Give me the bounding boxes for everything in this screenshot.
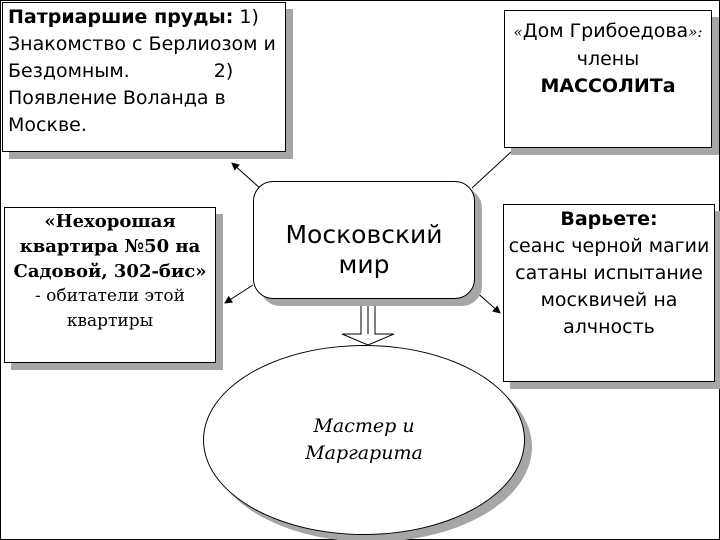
box-bad-apartment bbox=[4, 207, 216, 363]
patriarch-ponds-title: Патриаршие пруды: bbox=[8, 6, 234, 28]
center-label-line2: мир bbox=[338, 250, 390, 279]
box-bad-apartment-text: «Нехорошая квартира №50 на Садовой, 302-… bbox=[4, 209, 216, 334]
box-variety bbox=[503, 204, 715, 382]
box-moscow-world-text: Московский мир bbox=[253, 220, 475, 280]
bad-apartment-subtitle: - обитатели этой квартиры bbox=[35, 286, 185, 331]
arrow-to-top-left bbox=[231, 162, 263, 191]
item2-number: 2) bbox=[213, 60, 234, 82]
item1-text: Знакомство с Берлиозом и Бездомным. bbox=[8, 33, 276, 82]
ellipse-master-margarita-text: Мастер и Маргарита bbox=[203, 413, 525, 467]
box-patriarch-ponds bbox=[2, 2, 286, 152]
griboyedov-line4: МАССОЛИТа bbox=[540, 75, 676, 97]
box-patriarch-ponds-text: Патриаршие пруды: 1) Знакомство с Берлио… bbox=[8, 4, 284, 139]
open-quote: « bbox=[513, 23, 523, 41]
box-moscow-world bbox=[253, 181, 475, 299]
close-quote: »: bbox=[688, 23, 703, 41]
arrow-to-top-right bbox=[471, 139, 525, 189]
variety-body: сеанс черной магии сатаны испытание моск… bbox=[508, 235, 710, 338]
arrow-to-mid-right bbox=[473, 289, 501, 314]
griboyedov-line3: члены bbox=[576, 48, 640, 70]
box-variety-text: Варьете: сеанс черной магии сатаны испыт… bbox=[503, 206, 715, 341]
master-margarita-label: Мастер и Маргарита bbox=[305, 415, 423, 464]
variety-title: Варьете: bbox=[560, 208, 658, 230]
griboyedov-title: Дом Грибоедова bbox=[522, 20, 689, 42]
box-griboyedov-house bbox=[504, 10, 712, 148]
center-label-line1: Московский bbox=[285, 220, 443, 249]
item1-number: 1) bbox=[239, 6, 259, 28]
ellipse-master-margarita bbox=[203, 345, 525, 535]
box-griboyedov-house-text: «Дом Грибоедова»: члены МАССОЛИТа bbox=[508, 18, 708, 100]
bad-apartment-title: «Нехорошая квартира №50 на Садовой, 302-… bbox=[13, 211, 207, 282]
arrow-to-mid-left bbox=[224, 284, 254, 304]
item2-text: Появление Воланда в Москве. bbox=[8, 87, 226, 136]
